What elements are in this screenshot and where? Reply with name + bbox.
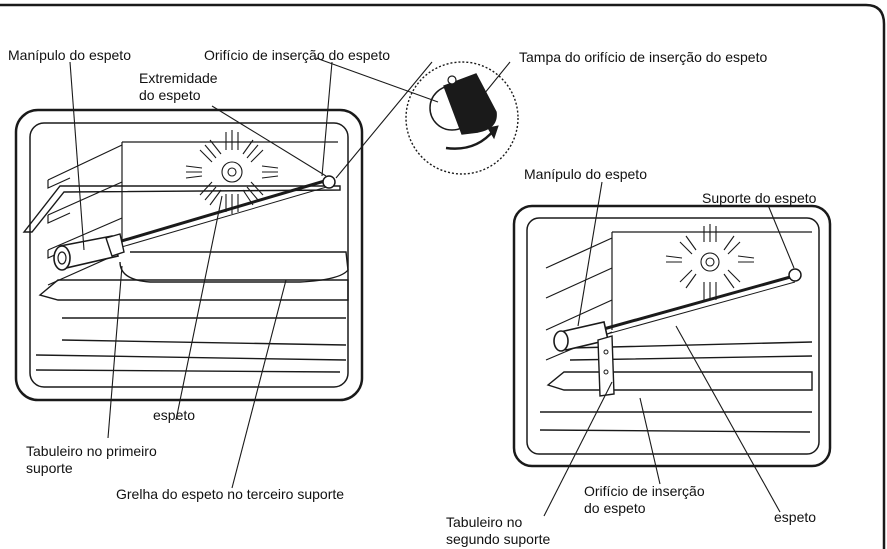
label-tray-first-line2: suporte xyxy=(26,460,73,477)
label-support: Suporte do espeto xyxy=(702,190,816,207)
label-cover: Tampa do orifício de inserção do espeto xyxy=(519,49,767,66)
frame-border xyxy=(0,5,884,549)
left-tray xyxy=(36,280,348,372)
right-spit xyxy=(554,269,801,396)
left-spit xyxy=(54,176,335,270)
leader-lines xyxy=(70,58,794,516)
insert-hole-cover-callout xyxy=(406,62,518,174)
right-tray xyxy=(540,342,812,432)
label-tray-second-line2: segundo suporte xyxy=(446,531,550,548)
label-tip-line1: Extremidade xyxy=(139,70,218,87)
label-spit-right: espeto xyxy=(774,509,816,526)
label-tray-second-line1: Tabuleiro no xyxy=(446,514,522,531)
label-tray-first-line1: Tabuleiro no primeiro xyxy=(26,443,157,460)
label-insert-hole-top: Orifício de inserção do espeto xyxy=(204,47,390,64)
label-handle-right: Manípulo do espeto xyxy=(524,166,647,183)
label-spit-left: espeto xyxy=(153,407,195,424)
label-insert-hole-bottom-line1: Orifício de inserção xyxy=(584,483,705,500)
label-grill-third: Grelha do espeto no terceiro suporte xyxy=(116,486,344,503)
right-fan xyxy=(666,224,754,300)
label-insert-hole-bottom-line2: do espeto xyxy=(584,500,646,517)
label-handle-left: Manípulo do espeto xyxy=(8,47,131,64)
label-tip-line2: do espeto xyxy=(139,87,201,104)
left-grill xyxy=(24,186,348,282)
